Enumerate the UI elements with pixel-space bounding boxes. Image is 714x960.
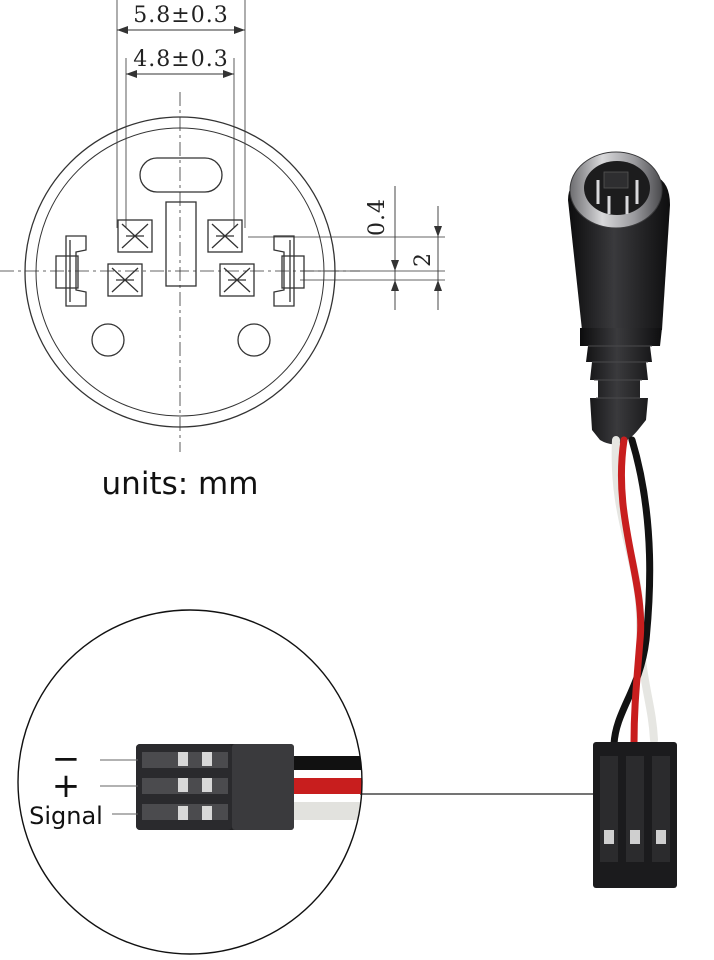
dim-outer-width: 5.8±0.3 (133, 3, 228, 28)
side-clip-left (55, 235, 87, 307)
pin-label-minus: − (52, 739, 81, 779)
dim-arrows (117, 26, 442, 291)
cable-wires (610, 436, 658, 748)
units-label: units: mm (102, 466, 259, 502)
zoom-wire-white (290, 802, 362, 820)
dim-pin-offset: 0.4 (365, 198, 390, 236)
plug-key (603, 171, 629, 189)
pin-label-plus: + (52, 766, 81, 806)
wire-red (617, 436, 645, 748)
technical-drawing (0, 0, 445, 452)
dim-pin-pitch: 2 (411, 252, 436, 267)
strain-relief (580, 328, 662, 445)
side-clip-right (273, 235, 305, 307)
dim-inner-width: 4.8±0.3 (133, 47, 228, 72)
pin-bottom-left (107, 263, 143, 297)
center-key (165, 201, 197, 287)
zoom-wire-black (290, 756, 362, 770)
mount-hole-right (237, 323, 271, 357)
pin-top-left (117, 219, 153, 253)
mount-hole-left (91, 323, 125, 357)
zoom-circle-border (17, 609, 363, 955)
pin-top-right (207, 219, 243, 253)
key-slot (139, 157, 223, 193)
mini-din-plug (568, 151, 670, 445)
header-connector-right (593, 742, 677, 888)
pin-bottom-right (219, 263, 255, 297)
wire-black (610, 436, 654, 748)
zoom-detail (17, 609, 363, 955)
zoom-wire-red (290, 778, 362, 794)
pin-label-signal: Signal (29, 802, 103, 830)
